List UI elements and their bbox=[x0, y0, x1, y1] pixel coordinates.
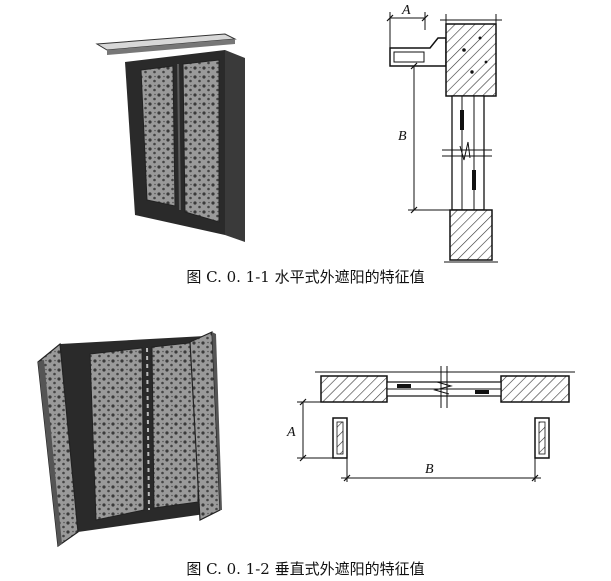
horizontal-shading-section: A B bbox=[386, 3, 502, 263]
dim-label-b: B bbox=[398, 129, 407, 144]
window-pane-left bbox=[140, 65, 176, 207]
figure2-caption: 图 C. 0. 1-2 垂直式外遮阳的特征值 bbox=[186, 560, 425, 578]
dim-label-b: B bbox=[425, 462, 434, 477]
window-pane-left bbox=[89, 347, 145, 521]
window-pane-right bbox=[182, 59, 220, 223]
wall-return bbox=[225, 50, 245, 242]
window-section bbox=[451, 95, 485, 211]
dim-label-a: A bbox=[401, 3, 411, 18]
vertical-shading-plan: A B bbox=[286, 366, 575, 482]
figure-vertical-shading: A B 图 C. 0. 1-2 垂直式外遮阳的特征值 bbox=[0, 300, 611, 581]
right-wall-plan bbox=[500, 375, 570, 403]
beam-section bbox=[445, 23, 497, 97]
figure-horizontal-shading: A B 图 C. 0. 1-1 水平式外遮阳的特征值 bbox=[0, 0, 611, 290]
vertical-shading-sketch bbox=[37, 331, 222, 548]
horizontal-shading-sketch bbox=[95, 33, 245, 242]
figure1-caption: 图 C. 0. 1-1 水平式外遮阳的特征值 bbox=[186, 268, 425, 286]
dim-label-a: A bbox=[286, 425, 296, 440]
left-wall-plan bbox=[320, 375, 388, 403]
window-pane-right bbox=[151, 341, 199, 509]
sill-wall-section bbox=[449, 209, 493, 261]
